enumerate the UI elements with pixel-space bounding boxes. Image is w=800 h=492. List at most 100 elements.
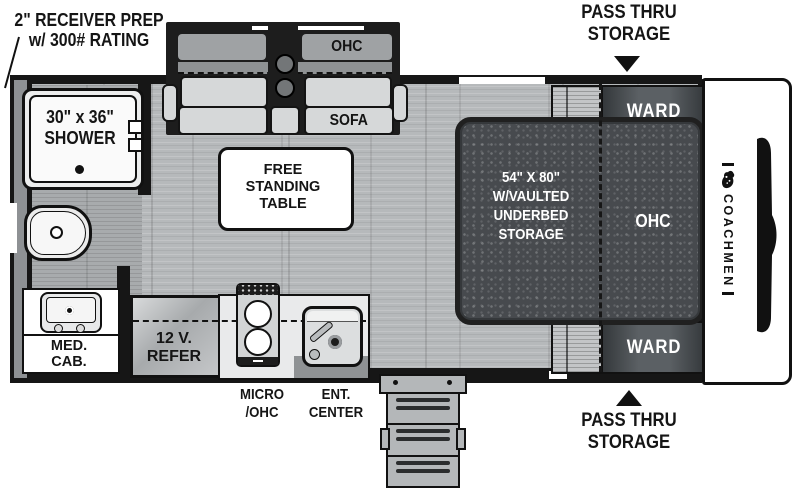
toilet — [24, 205, 92, 261]
pass-thru-top-label: PASS THRU STORAGE — [562, 2, 696, 46]
nightstand-seam — [566, 87, 568, 139]
nightstand-seam — [566, 323, 568, 372]
cupholder-icon — [275, 54, 295, 74]
sofa-slideout: OHC SOFA — [162, 22, 408, 135]
step-tread — [388, 394, 458, 426]
coachmen-logo-icon — [721, 170, 735, 189]
table-line3: TABLE — [259, 196, 307, 212]
ent-center-label: ENT. CENTER — [303, 386, 370, 422]
step-side-tab — [456, 428, 466, 450]
bed: 54" X 80" W/VAULTED UNDERBED STORAGE OHC — [455, 117, 705, 325]
step-body — [386, 392, 460, 488]
pass-thru-bottom-line1: PASS THRU — [581, 410, 677, 431]
shower-label: 30" x 36" SHOWER — [32, 107, 129, 149]
micro-line2: /OHC — [245, 404, 279, 421]
nightstand-bottom — [551, 321, 603, 374]
bed-line4: STORAGE — [498, 226, 564, 243]
ent-line2: CENTER — [308, 404, 364, 421]
receiver-line2: w/ 300# RATING — [28, 30, 150, 50]
sofa-back-cushion — [304, 76, 392, 108]
refer-line1: 12 V. — [156, 330, 192, 347]
refer-label: 12 V. REFER — [133, 330, 215, 366]
kitchen-partition-wall — [117, 266, 130, 374]
vanity-drain-icon — [65, 306, 74, 315]
step-tread — [388, 425, 458, 457]
kitchen-sink — [302, 306, 363, 367]
shower-hinge-icon — [128, 120, 143, 134]
bed-ohc-label: OHC — [613, 211, 692, 232]
sofa-ohc-right: OHC — [302, 34, 392, 60]
shower-hinge-icon — [128, 138, 143, 152]
sofa-console — [268, 24, 298, 104]
top-wall-window — [459, 77, 545, 84]
shower-drain-icon — [75, 165, 84, 174]
bed-line3: UNDERBED — [493, 207, 569, 224]
micro-line1: MICRO — [240, 386, 284, 403]
pass-thru-divider-line — [599, 84, 602, 372]
sofa-back-cushion — [180, 76, 268, 108]
refer-line2: REFER — [146, 348, 202, 365]
table-line1: FREE — [263, 162, 303, 178]
sofa-ohc-left — [178, 34, 266, 60]
sofa-seat-cushion — [178, 106, 268, 135]
sofa-label: SOFA — [329, 111, 369, 129]
sofa-seat-center — [270, 106, 300, 135]
receiver-line1: 2" RECEIVER PREP — [14, 10, 164, 30]
brand-name: COACHMEN — [721, 194, 735, 288]
cooktop-base — [238, 357, 278, 365]
med-cab-line2: CAB. — [51, 354, 87, 370]
sofa-arm — [392, 84, 408, 122]
pass-thru-bottom-line2: STORAGE — [587, 432, 671, 453]
burner-icon — [244, 300, 272, 328]
vanity — [22, 288, 120, 336]
wardrobe-bottom-label: WARD — [626, 336, 682, 358]
sink-drain-icon — [328, 335, 342, 349]
bed-ohc-text: OHC — [635, 211, 671, 231]
arrow-down-icon — [614, 56, 640, 72]
burner-icon — [244, 328, 272, 356]
free-standing-table: FREE STANDING TABLE — [218, 147, 354, 231]
receiver-prep-label: 2" RECEIVER PREP w/ 300# RATING — [14, 10, 164, 50]
faucet-base-icon — [309, 349, 320, 360]
step-side-tab — [380, 428, 390, 450]
bolt-icon — [393, 380, 398, 385]
vanity-knob-icon — [54, 324, 63, 333]
brand-block: COACHMEN — [713, 163, 743, 323]
pass-thru-top-line1: PASS THRU — [581, 2, 677, 23]
sofa-ohc-label: OHC — [331, 38, 363, 55]
med-cab-label: MED. CAB. — [24, 338, 114, 370]
front-cap-profile — [757, 137, 777, 333]
toilet-flush-icon — [50, 226, 63, 239]
cooktop-control-panel — [238, 285, 278, 295]
sink-rim — [307, 311, 358, 322]
sofa-arm — [162, 84, 178, 122]
micro-ohc-label: MICRO /OHC — [227, 386, 297, 422]
ent-line1: ENT. — [321, 386, 351, 403]
arrow-up-icon — [616, 390, 642, 406]
wardrobe-top-label: WARD — [626, 101, 682, 122]
receiver-leader-line — [4, 36, 20, 89]
cooktop — [236, 283, 280, 367]
toilet-window — [10, 203, 17, 253]
bed-line2: W/VAULTED — [492, 188, 570, 205]
shower-word: SHOWER — [44, 128, 116, 148]
bed-label: 54" X 80" W/VAULTED UNDERBED STORAGE — [469, 168, 594, 244]
med-cab-line1: MED. — [50, 338, 88, 354]
vanity-knob-icon — [76, 324, 85, 333]
med-cab: MED. CAB. — [22, 334, 120, 374]
brand-dash — [722, 291, 734, 295]
shower: 30" x 36" SHOWER — [22, 88, 144, 190]
sofa-seat-cushion: SOFA — [304, 106, 394, 135]
refrigerator: 12 V. REFER — [130, 295, 224, 378]
table-line2: STANDING — [245, 179, 321, 195]
shower-size: 30" x 36" — [46, 107, 114, 127]
pass-thru-bottom-label: PASS THRU STORAGE — [562, 410, 696, 454]
cupholder-icon — [275, 78, 295, 98]
brand-dash — [722, 163, 734, 166]
table-label: FREE STANDING TABLE — [221, 162, 345, 213]
bed-size: 54" X 80" — [501, 169, 561, 186]
pass-thru-top-line2: STORAGE — [587, 24, 671, 45]
slideout-window — [252, 26, 364, 30]
bottom-wall-window — [549, 371, 567, 379]
